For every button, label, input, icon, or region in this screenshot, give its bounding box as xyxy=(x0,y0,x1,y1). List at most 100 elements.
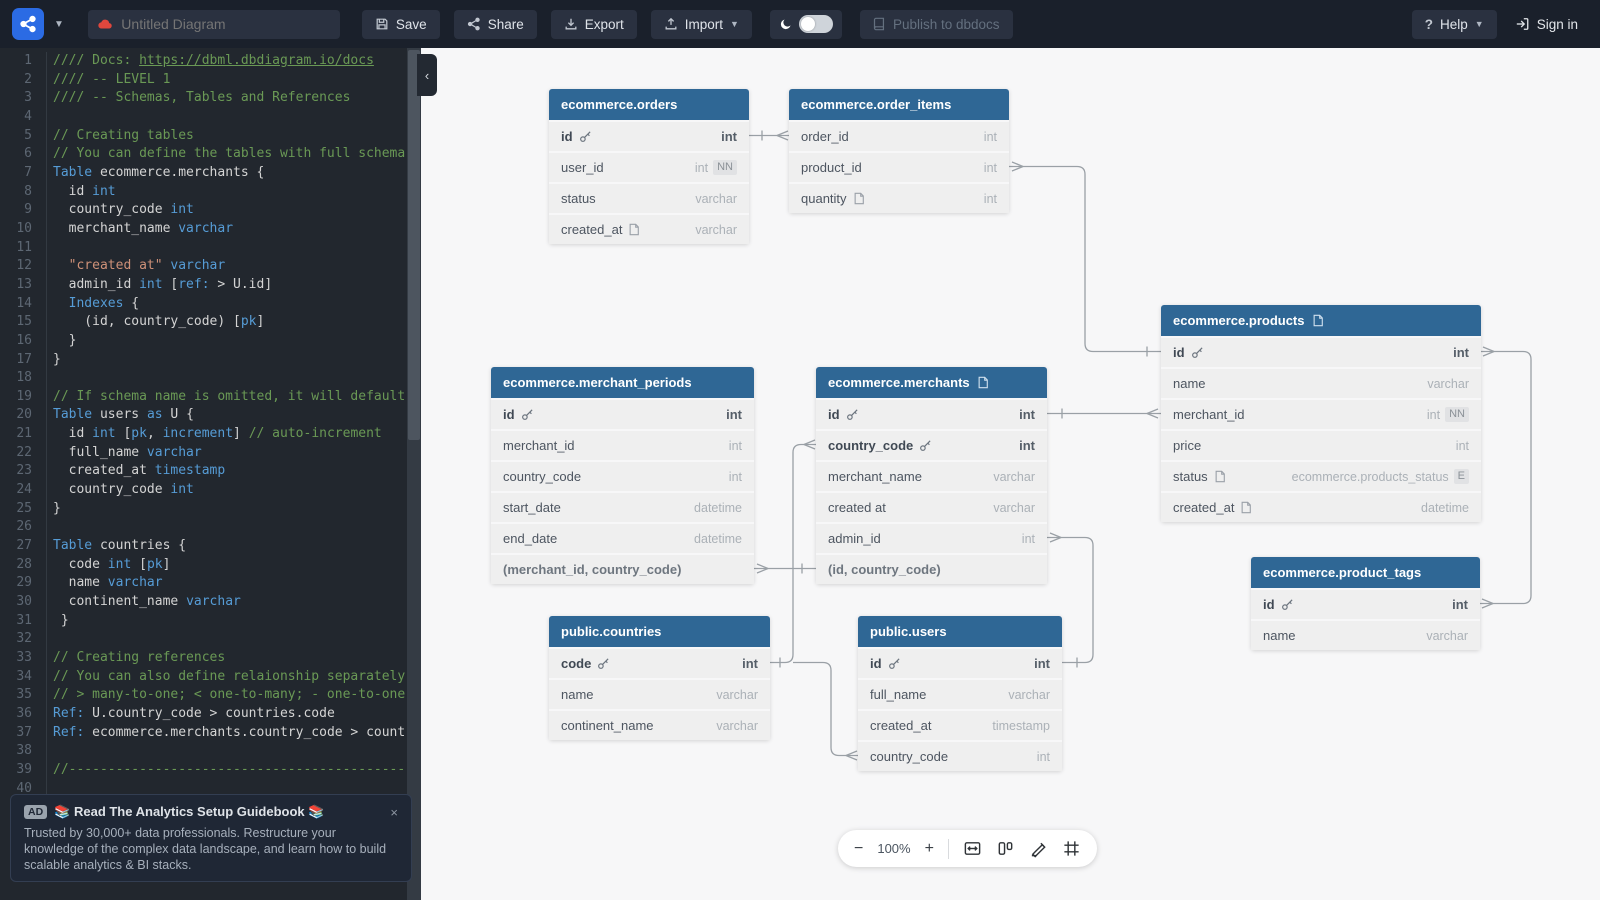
zoom-in-button[interactable]: + xyxy=(925,840,934,858)
zoom-out-button[interactable]: − xyxy=(854,840,863,858)
editor-scrollbar-thumb[interactable] xyxy=(408,50,420,440)
relationship-products.id-product_tags.id[interactable] xyxy=(1480,352,1531,604)
editor-scrollbar[interactable] xyxy=(407,48,421,900)
field-row-id[interactable]: idint xyxy=(1161,336,1481,367)
code-text[interactable]: //// -- Schemas, Tables and References xyxy=(46,89,407,108)
field-row-country_code[interactable]: country_codeint xyxy=(858,740,1062,771)
table-header[interactable]: public.countries xyxy=(549,616,770,647)
field-row-merchant_name[interactable]: merchant_namevarchar xyxy=(816,460,1047,491)
field-row-status[interactable]: statusecommerce.products_statusE xyxy=(1161,460,1481,491)
field-row-merchant_idcountry_code[interactable]: (merchant_id, country_code) xyxy=(491,553,754,584)
frame-button[interactable] xyxy=(1062,839,1081,858)
code-text[interactable]: (id, country_code) [pk] xyxy=(46,313,407,332)
field-row-merchant_id[interactable]: merchant_idint xyxy=(491,429,754,460)
code-line[interactable]: 7Table ecommerce.merchants { xyxy=(0,164,407,183)
field-row-merchant_id[interactable]: merchant_idintNN xyxy=(1161,398,1481,429)
code-text[interactable]: created_at timestamp xyxy=(46,462,407,481)
code-line[interactable]: 39//------------------------------------… xyxy=(0,761,407,780)
field-row-id[interactable]: idint xyxy=(816,398,1047,429)
field-row-createdat[interactable]: created atvarchar xyxy=(816,491,1047,522)
relationship-order_items.product_id-products.id[interactable] xyxy=(1009,167,1161,352)
code-text[interactable]: "created at" varchar xyxy=(46,257,407,276)
code-text[interactable]: //--------------------------------------… xyxy=(46,761,407,780)
code-line[interactable]: 37Ref: ecommerce.merchants.country_code … xyxy=(0,724,407,743)
dark-mode-toggle[interactable] xyxy=(770,10,842,39)
code-line[interactable]: 1//// Docs: https://dbml.dbdiagram.io/do… xyxy=(0,52,407,71)
code-text[interactable]: merchant_name varchar xyxy=(46,220,407,239)
code-line[interactable]: 3//// -- Schemas, Tables and References xyxy=(0,89,407,108)
code-text[interactable]: Table ecommerce.merchants { xyxy=(46,164,407,183)
field-row-idcountry_code[interactable]: (id, country_code) xyxy=(816,553,1047,584)
code-text[interactable]: Indexes { xyxy=(46,295,407,314)
table-public-users[interactable]: public.usersidintfull_namevarcharcreated… xyxy=(858,616,1062,771)
code-line[interactable]: 16 } xyxy=(0,332,407,351)
code-line[interactable]: 18 xyxy=(0,369,407,388)
code-line[interactable]: 31 } xyxy=(0,612,407,631)
field-row-created_at[interactable]: created_atvarchar xyxy=(549,213,749,244)
code-line[interactable]: 34// You can also define relaionship sep… xyxy=(0,668,407,687)
export-button[interactable]: Export xyxy=(551,10,637,39)
code-line[interactable]: 35// > many-to-one; < one-to-many; - one… xyxy=(0,686,407,705)
code-line[interactable]: 22 full_name varchar xyxy=(0,444,407,463)
field-row-admin_id[interactable]: admin_idint xyxy=(816,522,1047,553)
sign-in-button[interactable]: Sign in xyxy=(1505,17,1588,32)
ad-close-icon[interactable]: × xyxy=(390,805,398,820)
table-ecommerce-product_tags[interactable]: ecommerce.product_tagsidintnamevarchar xyxy=(1251,557,1480,650)
code-text[interactable]: // You can define the tables with full s… xyxy=(46,145,407,164)
field-row-country_code[interactable]: country_codeint xyxy=(491,460,754,491)
code-text[interactable]: } xyxy=(46,500,407,519)
code-text[interactable]: } xyxy=(46,612,407,631)
field-row-id[interactable]: idint xyxy=(491,398,754,429)
table-ecommerce-products[interactable]: ecommerce.productsidintnamevarcharmercha… xyxy=(1161,305,1481,522)
code-text[interactable]: // Creating references xyxy=(46,649,407,668)
code-line[interactable]: 20Table users as U { xyxy=(0,406,407,425)
fit-to-screen-button[interactable] xyxy=(963,839,982,858)
code-line[interactable]: 24 country_code int xyxy=(0,481,407,500)
collapse-editor-button[interactable]: ‹ xyxy=(417,54,437,96)
field-row-created_at[interactable]: created_attimestamp xyxy=(858,709,1062,740)
table-header[interactable]: ecommerce.merchant_periods xyxy=(491,367,754,398)
table-ecommerce-order_items[interactable]: ecommerce.order_itemsorder_idintproduct_… xyxy=(789,89,1009,213)
field-row-start_date[interactable]: start_datedatetime xyxy=(491,491,754,522)
code-line[interactable]: 26 xyxy=(0,518,407,537)
code-line[interactable]: 6// You can define the tables with full … xyxy=(0,145,407,164)
highlighter-button[interactable] xyxy=(1029,839,1048,858)
code-text[interactable]: name varchar xyxy=(46,574,407,593)
auto-arrange-button[interactable] xyxy=(996,839,1015,858)
code-text[interactable] xyxy=(46,630,407,649)
code-line[interactable]: 10 merchant_name varchar xyxy=(0,220,407,239)
code-line[interactable]: 11 xyxy=(0,239,407,258)
field-row-name[interactable]: namevarchar xyxy=(1251,619,1480,650)
table-ecommerce-merchant_periods[interactable]: ecommerce.merchant_periodsidintmerchant_… xyxy=(491,367,754,584)
code-text[interactable]: Table countries { xyxy=(46,537,407,556)
code-text[interactable]: // > many-to-one; < one-to-many; - one-t… xyxy=(46,686,407,705)
code-line[interactable]: 25} xyxy=(0,500,407,519)
field-row-name[interactable]: namevarchar xyxy=(549,678,770,709)
code-text[interactable] xyxy=(46,108,407,127)
code-text[interactable] xyxy=(46,742,407,761)
code-line[interactable]: 29 name varchar xyxy=(0,574,407,593)
field-row-quantity[interactable]: quantityint xyxy=(789,182,1009,213)
field-row-id[interactable]: idint xyxy=(549,120,749,151)
diagram-canvas[interactable]: ecommerce.ordersidintuser_idintNNstatusv… xyxy=(421,48,1600,900)
table-header[interactable]: public.users xyxy=(858,616,1062,647)
help-button[interactable]: ? Help ▼ xyxy=(1412,10,1497,39)
code-text[interactable]: id int xyxy=(46,183,407,202)
table-ecommerce-merchants[interactable]: ecommerce.merchantsidintcountry_codeintm… xyxy=(816,367,1047,584)
code-text[interactable]: //// Docs: https://dbml.dbdiagram.io/doc… xyxy=(46,52,407,71)
code-line[interactable]: 12 "created at" varchar xyxy=(0,257,407,276)
table-header[interactable]: ecommerce.products xyxy=(1161,305,1481,336)
field-row-code[interactable]: codeint xyxy=(549,647,770,678)
code-text[interactable] xyxy=(46,518,407,537)
code-line[interactable]: 28 code int [pk] xyxy=(0,556,407,575)
field-row-user_id[interactable]: user_idintNN xyxy=(549,151,749,182)
field-row-name[interactable]: namevarchar xyxy=(1161,367,1481,398)
code-text[interactable] xyxy=(46,369,407,388)
code-text[interactable]: code int [pk] xyxy=(46,556,407,575)
diagram-title-input[interactable] xyxy=(121,16,330,32)
share-button[interactable]: Share xyxy=(454,10,537,39)
code-text[interactable]: // If schema name is omitted, it will de… xyxy=(46,388,407,407)
code-line[interactable]: 19// If schema name is omitted, it will … xyxy=(0,388,407,407)
code-line[interactable]: 21 id int [pk, increment] // auto-increm… xyxy=(0,425,407,444)
code-line[interactable]: 4 xyxy=(0,108,407,127)
